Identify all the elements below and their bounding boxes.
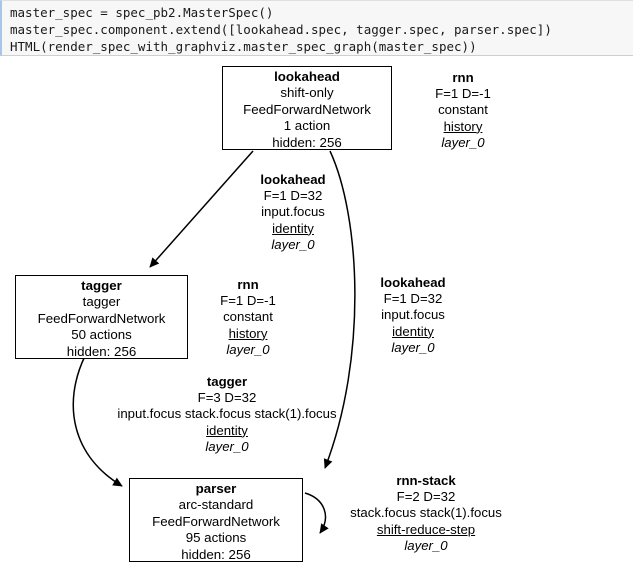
edge-label-layer: layer_0 — [404, 537, 448, 553]
edge-label-layer: layer_0 — [205, 438, 249, 454]
edge-parser-self-loop — [304, 492, 329, 534]
edge-label-source: input.focus stack.focus stack(1).focus — [117, 406, 337, 422]
node-parser[interactable]: parser arc-standard FeedForwardNetwork 9… — [129, 478, 303, 562]
edge-label-name: rnn-stack — [396, 473, 456, 488]
edge-label-name: rnn — [452, 70, 474, 85]
edge-label-dims: F=2 D=32 — [396, 489, 456, 505]
node-lookahead-transition: shift-only — [280, 85, 334, 101]
node-lookahead-title: lookahead — [274, 69, 340, 84]
edge-label-name: lookahead — [260, 172, 326, 187]
edge-label-layer: layer_0 — [226, 341, 270, 357]
edge-label-translator: history — [228, 325, 268, 341]
code-line-2: master_spec.component.extend([lookahead.… — [10, 22, 552, 37]
edge-label-layer: layer_0 — [391, 339, 435, 355]
node-tagger-transition: tagger — [82, 294, 121, 310]
node-tagger-actions: 50 actions — [71, 327, 132, 343]
edge-label-name: rnn — [237, 277, 259, 292]
edge-label-source: constant — [223, 309, 273, 325]
edge-label-translator: identity — [272, 220, 314, 236]
node-lookahead-hidden: hidden: 256 — [272, 134, 342, 150]
master-spec-graph: lookahead shift-only FeedForwardNetwork … — [0, 56, 633, 578]
node-parser-actions: 95 actions — [185, 530, 247, 546]
edge-label-name: tagger — [206, 374, 248, 389]
edge-tagger-to-parser — [72, 355, 123, 487]
node-parser-title: parser — [195, 481, 237, 496]
edge-label-parser-self: rnn-stack F=2 D=32 stack.focus stack(1).… — [320, 473, 532, 554]
code-input-cell[interactable]: master_spec = spec_pb2.MasterSpec() mast… — [0, 0, 633, 56]
edge-label-source: input.focus — [381, 307, 445, 323]
edge-lookahead-to-parser — [323, 150, 356, 469]
edge-label-tagger-to-parser: tagger F=3 D=32 input.focus stack.focus … — [76, 374, 378, 455]
edge-label-dims: F=1 D=-1 — [435, 86, 491, 102]
code-line-1: master_spec = spec_pb2.MasterSpec() — [10, 5, 274, 20]
edge-label-source: input.focus — [261, 204, 325, 220]
node-parser-transition: arc-standard — [178, 497, 254, 513]
edge-label-translator: identity — [206, 422, 248, 438]
node-tagger-hidden: hidden: 256 — [66, 343, 137, 359]
node-lookahead[interactable]: lookahead shift-only FeedForwardNetwork … — [222, 66, 392, 150]
edge-label-layer: layer_0 — [441, 134, 485, 150]
edge-label-lookahead-to-parser: lookahead F=1 D=32 input.focus identity … — [358, 275, 468, 356]
edge-label-source: stack.focus stack(1).focus — [350, 505, 502, 521]
edge-label-translator: history — [443, 118, 483, 134]
node-tagger[interactable]: tagger tagger FeedForwardNetwork 50 acti… — [15, 275, 188, 359]
edge-label-dims: F=1 D=-1 — [220, 293, 276, 309]
edge-label-dims: F=1 D=32 — [263, 188, 323, 204]
edge-label-lookahead-self: rnn F=1 D=-1 constant history layer_0 — [413, 70, 513, 151]
edge-label-tagger-self: rnn F=1 D=-1 constant history layer_0 — [198, 277, 298, 358]
edge-label-translator: shift-reduce-step — [376, 521, 476, 537]
node-parser-hidden: hidden: 256 — [181, 546, 251, 562]
node-lookahead-actions: 1 action — [283, 118, 331, 134]
node-lookahead-network: FeedForwardNetwork — [243, 101, 371, 117]
node-tagger-network: FeedForwardNetwork — [37, 310, 166, 326]
edge-label-layer: layer_0 — [271, 236, 315, 252]
edge-label-lookahead-to-tagger: lookahead F=1 D=32 input.focus identity … — [238, 172, 348, 253]
edge-lookahead-to-tagger — [149, 150, 254, 268]
edge-label-dims: F=1 D=32 — [383, 291, 443, 307]
code-line-3: HTML(render_spec_with_graphviz.master_sp… — [10, 39, 477, 54]
edge-label-source: constant — [438, 102, 488, 118]
node-tagger-title: tagger — [81, 278, 122, 293]
edge-label-name: lookahead — [380, 275, 446, 290]
edge-label-dims: F=3 D=32 — [197, 390, 257, 406]
edge-label-translator: identity — [392, 323, 434, 339]
node-parser-network: FeedForwardNetwork — [152, 513, 280, 529]
